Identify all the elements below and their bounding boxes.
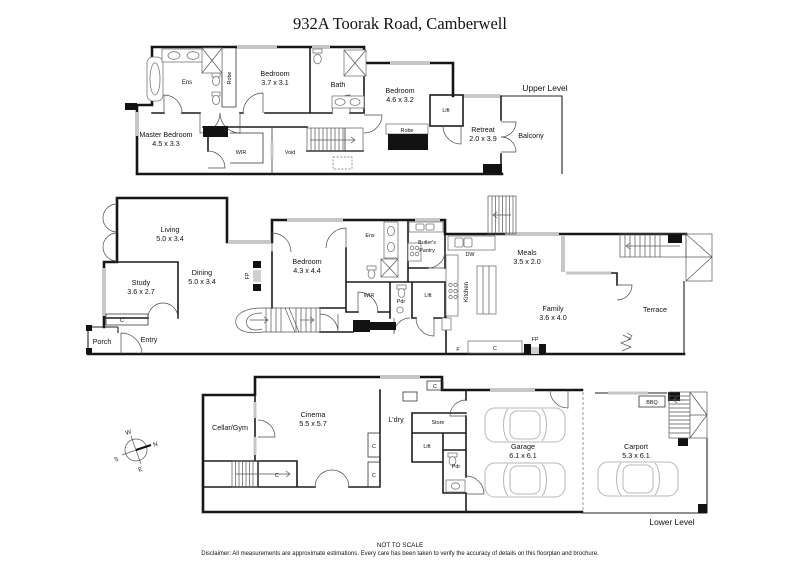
- room-label-ldry: L'dry: [388, 415, 404, 424]
- room-label-fp-dining: FP: [245, 272, 251, 279]
- scale-note: NOT TO SCALE: [377, 542, 424, 549]
- room-label-c-stairs: C: [275, 473, 279, 479]
- room-dims-carport: 5.3 x 6.1: [622, 451, 650, 460]
- room-label-family: Family: [542, 304, 564, 313]
- disclaimer-text: Disclaimer: All measurements are approxi…: [201, 551, 599, 557]
- garage-car-1: [484, 407, 566, 443]
- room-label-study: Study: [132, 278, 151, 287]
- room-label-store: Store: [432, 420, 445, 426]
- room-label-lift-lower: Lift: [423, 444, 431, 450]
- room-label-c-entry: C: [120, 318, 124, 324]
- room-label-lift-ground: Lift: [424, 293, 432, 299]
- room-label-c-hall1: C: [372, 444, 376, 450]
- upper-walls: [88, 0, 562, 174]
- room-label-pdr-lower: Pdr: [452, 464, 461, 470]
- compass-s: S: [114, 457, 120, 464]
- room-label-carport: Carport: [624, 442, 648, 451]
- lower-level-plan: Cellar/Gym Cinema 5.5 x 5.7 L'dry Store …: [201, 375, 708, 527]
- ground-doors: [102, 203, 633, 355]
- lower-doors: [257, 389, 569, 495]
- ground-stairs-meals: [487, 195, 517, 235]
- compass-icon: W N S E: [114, 429, 159, 473]
- page-title: 932A Toorak Road, Camberwell: [293, 14, 507, 33]
- carport-car: [597, 461, 679, 497]
- level-label-lower: Lower Level: [649, 517, 694, 527]
- ground-fixtures: [253, 221, 633, 354]
- shower-bath-upper: [343, 49, 367, 77]
- room-label-terrace: Terrace: [643, 305, 667, 314]
- room-dims-garage: 6.1 x 6.1: [509, 451, 537, 460]
- compass-w: W: [125, 429, 133, 437]
- room-label-upper-ens: Ens: [182, 80, 192, 86]
- room-dims-upper-retreat: 2.0 x 3.9: [469, 134, 497, 143]
- room-label-meals: Meals: [517, 248, 537, 257]
- room-dims-study: 3.6 x 2.7: [127, 287, 155, 296]
- room-label-entry: Entry: [141, 335, 158, 344]
- room-dims-cinema: 5.5 x 5.7: [299, 419, 327, 428]
- room-dims-meals: 3.5 x 2.0: [513, 257, 541, 266]
- room-label-ens-ground: Ens: [365, 233, 375, 239]
- room-label-living: Living: [161, 225, 180, 234]
- lower-walls: [201, 375, 708, 514]
- room-dims-upper-master: 4.5 x 3.3: [152, 139, 180, 148]
- room-label-wir-ground: WIR: [364, 293, 375, 299]
- room-dims-upper-bedroom3: 4.6 x 3.2: [386, 95, 414, 104]
- upper-fixtures: [125, 47, 502, 173]
- garage-car-2: [484, 462, 566, 498]
- upper-level-plan: Ens Robe Bedroom 3.7 x 3.1 Bath Bedroom …: [88, 0, 568, 174]
- ground-stairs-curved: [235, 307, 321, 334]
- compass-e: E: [138, 467, 144, 474]
- room-label-butlers-1: Butler's: [418, 240, 436, 246]
- room-label-bbq: BBQ: [646, 400, 657, 406]
- room-label-upper-robe3: Robe: [401, 128, 414, 134]
- room-label-c-family: C: [493, 346, 497, 352]
- room-label-upper-lift: Lift: [442, 108, 450, 114]
- room-dims-dining: 5.0 x 3.4: [188, 277, 216, 286]
- room-label-cellar: Cellar/Gym: [212, 423, 248, 432]
- room-label-upper-master: Master Bedroom: [139, 130, 192, 139]
- room-dims-bedroom-ground: 4.3 x 4.4: [293, 266, 321, 275]
- room-label-c-hall2: C: [372, 473, 376, 479]
- room-label-upper-void: Void: [285, 150, 296, 156]
- shower-ens-upper: [201, 47, 223, 74]
- ground-level-plan: Living 5.0 x 3.4 Study 3.6 x 2.7 Dining …: [86, 195, 713, 356]
- room-label-dining: Dining: [192, 268, 212, 277]
- room-dims-family: 3.6 x 4.0: [539, 313, 567, 322]
- room-label-upper-retreat: Retreat: [471, 125, 495, 134]
- room-label-upper-bath: Bath: [331, 80, 346, 89]
- upper-stairs: [306, 127, 364, 152]
- room-label-upper-balcony: Balcony: [518, 131, 544, 140]
- room-label-cinema: Cinema: [301, 410, 326, 419]
- shower-ens-ground: [380, 258, 399, 278]
- room-label-butlers-2: Pantry: [419, 248, 435, 254]
- room-label-fp-family: FP: [532, 337, 539, 343]
- room-label-c-top: C: [433, 384, 437, 390]
- room-label-upper-bedroom3: Bedroom: [385, 86, 414, 95]
- room-dims-living: 5.0 x 3.4: [156, 234, 184, 243]
- room-label-dw: DW: [466, 252, 476, 258]
- lower-fixtures: [445, 452, 466, 493]
- ground-labels: Living 5.0 x 3.4 Study 3.6 x 2.7 Dining …: [93, 225, 667, 353]
- room-label-upper-wir: WIR: [236, 150, 247, 156]
- room-label-upper-robe-hall: Robe: [227, 72, 233, 85]
- room-label-porch: Porch: [93, 337, 112, 346]
- level-label-upper: Upper Level: [522, 83, 567, 93]
- room-label-pdr-ground: Pdr: [397, 299, 406, 305]
- room-label-kitchen: Kitchen: [464, 282, 470, 302]
- lower-stairs-carport: [668, 391, 708, 439]
- room-label-upper-bedroom2: Bedroom: [260, 69, 289, 78]
- ground-stairs-terrace: [619, 233, 713, 282]
- ground-walls: [86, 196, 688, 356]
- room-label-garage: Garage: [511, 442, 535, 451]
- upper-labels: Ens Robe Bedroom 3.7 x 3.1 Bath Bedroom …: [139, 69, 567, 156]
- room-label-f-family: F: [456, 347, 460, 353]
- room-label-bedroom-ground: Bedroom: [292, 257, 321, 266]
- lower-stairs-left: [231, 460, 291, 488]
- lower-labels: Cellar/Gym Cinema 5.5 x 5.7 L'dry Store …: [212, 384, 695, 527]
- room-dims-upper-bedroom2: 3.7 x 3.1: [261, 78, 289, 87]
- compass-n: N: [153, 441, 159, 448]
